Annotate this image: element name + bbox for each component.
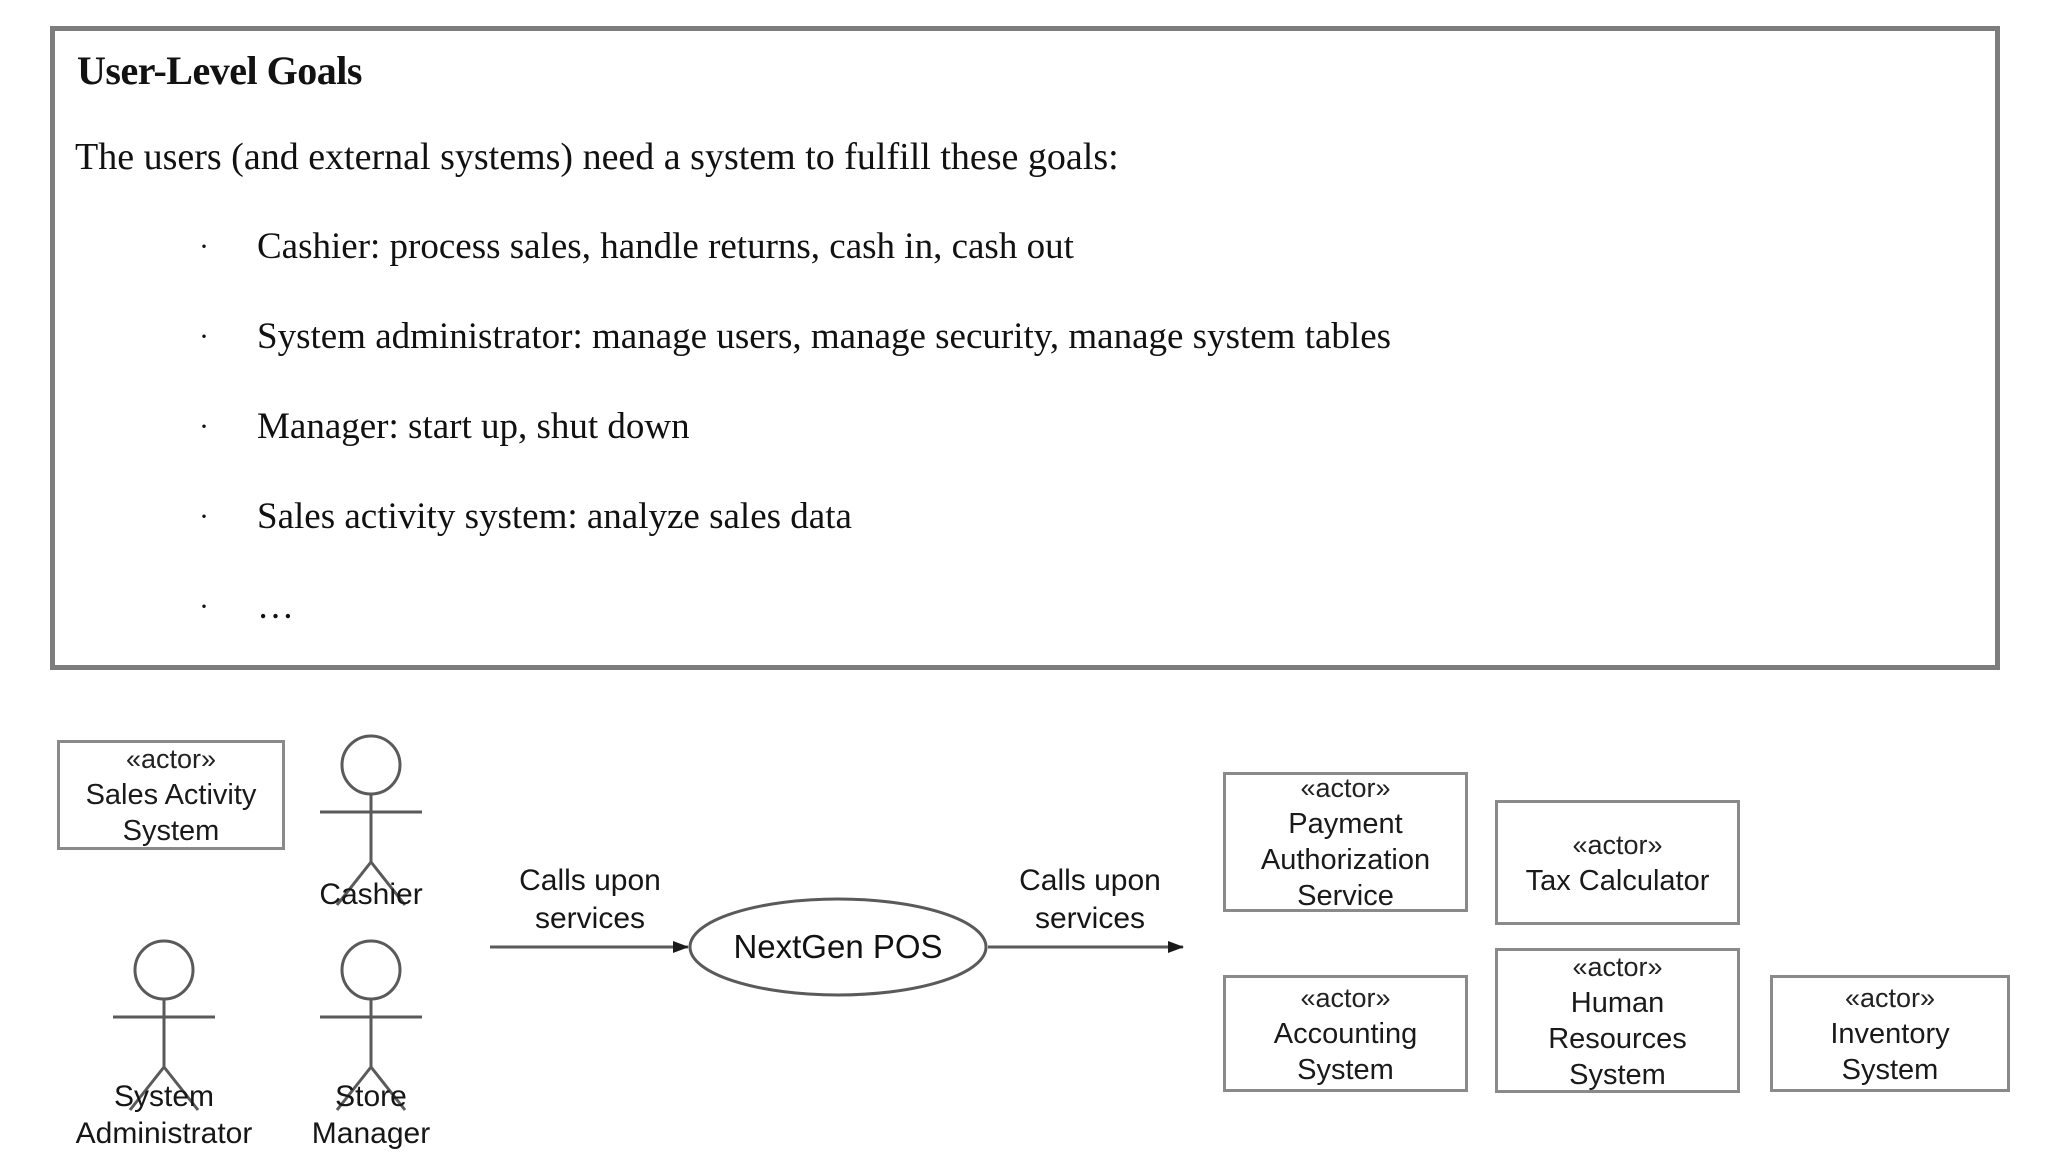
list-item: · Cashier: process sales, handle returns… xyxy=(195,223,1955,313)
actor-box-name: Accounting System xyxy=(1273,1017,1418,1086)
stereotype-label: «actor» xyxy=(1300,982,1391,1013)
list-item-label: System administrator: manage users, mana… xyxy=(257,316,1392,357)
bullet-icon: · xyxy=(199,590,209,623)
edge-label-right: Calls upon services xyxy=(1019,864,1161,935)
list-item: · Manager: start up, shut down xyxy=(195,403,1955,493)
intro-text: The users (and external systems) need a … xyxy=(75,136,1119,178)
stereotype-label: «actor» xyxy=(125,744,217,774)
bullet-icon: · xyxy=(199,410,209,443)
bullet-icon: · xyxy=(199,230,209,263)
actor-box-accounting-system: «actor» Accounting System xyxy=(1223,975,1468,1092)
goals-list: · Cashier: process sales, handle returns… xyxy=(195,223,1955,673)
bullet-icon: · xyxy=(199,500,209,533)
actor-box-tax-calculator: «actor» Tax Calculator xyxy=(1495,800,1740,925)
list-item: · Sales activity system: analyze sales d… xyxy=(195,493,1955,583)
actor-box-name: Payment Authorization Service xyxy=(1260,808,1431,912)
actor-label-store-manager: Store Manager xyxy=(311,1080,431,1150)
actor-box-sales-activity-system: «actor» Sales Activity System xyxy=(57,740,285,850)
edge-label-left: Calls upon services xyxy=(519,864,661,935)
list-item-label: … xyxy=(257,586,294,627)
actor-box-inventory-system: «actor» Inventory System xyxy=(1770,975,2010,1092)
actor-box-name: Inventory System xyxy=(1830,1017,1950,1086)
actor-box-human-resources-system: «actor» Human Resources System xyxy=(1495,948,1740,1093)
user-level-goals-panel: User-Level Goals The users (and external… xyxy=(50,26,2000,670)
list-item-label: Cashier: process sales, handle returns, … xyxy=(257,226,1074,267)
actor-box-payment-authorization-service: «actor» Payment Authorization Service xyxy=(1223,772,1468,912)
list-item: · … xyxy=(195,583,1955,673)
bullet-icon: · xyxy=(199,320,209,353)
list-item-label: Sales activity system: analyze sales dat… xyxy=(257,496,852,537)
list-item: · System administrator: manage users, ma… xyxy=(195,313,1955,403)
stereotype-label: «actor» xyxy=(1300,773,1391,803)
system-label-nextgen-pos: NextGen POS xyxy=(733,928,943,965)
actor-label-cashier: Cashier xyxy=(319,878,423,911)
actor-box-name: Human Resources System xyxy=(1548,986,1687,1091)
stereotype-label: «actor» xyxy=(1572,951,1663,982)
actor-box-name: Sales Activity System xyxy=(85,779,257,847)
list-item-label: Manager: start up, shut down xyxy=(257,406,690,447)
stereotype-label: «actor» xyxy=(1572,829,1663,860)
stereotype-label: «actor» xyxy=(1844,982,1936,1013)
actor-label-system-administrator: System Administrator xyxy=(75,1080,253,1150)
actor-box-name: Tax Calculator xyxy=(1525,864,1710,897)
page-title: User-Level Goals xyxy=(77,48,362,93)
